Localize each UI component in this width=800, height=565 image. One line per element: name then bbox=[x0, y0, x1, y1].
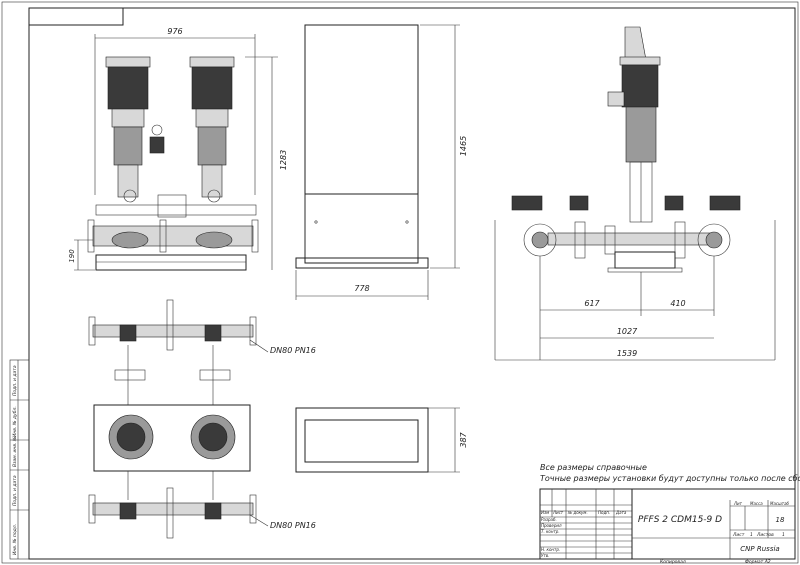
side-strip-s2: Подп. и дата bbox=[12, 475, 18, 506]
tb-col-ndoc: № докум. bbox=[567, 510, 588, 515]
tb-col-izm: Изм bbox=[541, 510, 549, 515]
tb-sheet-label: Лист bbox=[732, 532, 745, 538]
cabinet-plan: 387 bbox=[295, 407, 468, 473]
dim-side-width: 778 bbox=[354, 284, 369, 293]
tb-row-razrab: Разраб. bbox=[541, 517, 557, 522]
tb-sheets-label: Листов bbox=[756, 532, 774, 538]
front-view: 976 1283 190 bbox=[68, 27, 288, 271]
callout-dn-top: DN80 PN16 bbox=[270, 346, 316, 355]
side-strip-s1: Инв. № подл. bbox=[12, 524, 18, 555]
title-block: Изм Лист № докум. Подп. Дата Разраб. Про… bbox=[539, 488, 796, 560]
tb-sheet-value: 1 bbox=[750, 532, 753, 538]
note-line1: Все размеры справочные bbox=[540, 463, 647, 472]
tb-row-prov: Провeрил bbox=[541, 523, 562, 528]
callout-dn-bottom: DN80 PN16 bbox=[270, 521, 316, 530]
dim-plan-depth: 387 bbox=[459, 431, 468, 447]
side-view: 1465 778 bbox=[295, 24, 468, 300]
dim-side-height: 1465 bbox=[459, 136, 468, 156]
tb-col-list: Лист bbox=[552, 510, 564, 515]
side-strip-s3: Взам. инв. № bbox=[12, 436, 18, 467]
tb-row-nkontr: Н. контр. bbox=[541, 547, 560, 552]
dim-end-b: 410 bbox=[670, 299, 685, 308]
tb-col-podp: Подп. bbox=[598, 510, 610, 515]
dim-front-base: 190 bbox=[68, 249, 76, 263]
tb-format: Формат A2 bbox=[745, 559, 771, 565]
corner-box bbox=[29, 8, 124, 26]
tb-sheets-value: 1 bbox=[782, 532, 785, 538]
dim-end-total: 1539 bbox=[617, 349, 637, 358]
dim-front-width: 976 bbox=[167, 27, 182, 36]
tb-row-tkontr: Т. контр. bbox=[541, 529, 560, 534]
tb-lit: Лит bbox=[733, 501, 743, 506]
end-view: 617 410 1027 1539 bbox=[494, 26, 776, 361]
tb-col-data: Дата bbox=[615, 510, 627, 515]
tb-scale-value: 18 bbox=[776, 516, 785, 524]
side-strip-s5: Подп. и дата bbox=[12, 365, 18, 396]
side-strip: Инв. № подл. Подп. и дата Взам. инв. № И… bbox=[9, 359, 30, 560]
tb-designation: PFFS 2 CDM15-9 D bbox=[638, 515, 722, 525]
dim-end-a: 617 bbox=[584, 299, 600, 308]
plan-view: DN80 PN16 DN80 PN16 bbox=[88, 299, 316, 539]
side-strip-s4: Инв. № дубл. bbox=[12, 406, 18, 437]
tb-kopiroval: Копировал bbox=[660, 559, 686, 565]
tb-massa: Масса bbox=[750, 501, 763, 506]
dim-end-c: 1027 bbox=[617, 327, 638, 336]
tb-row-utv: Утв. bbox=[541, 553, 549, 558]
dim-front-height: 1283 bbox=[279, 150, 288, 170]
note-line2: Точные размеры установки будут доступны … bbox=[540, 474, 800, 483]
tb-masshtab: Масштаб bbox=[770, 501, 790, 506]
inner-frame bbox=[28, 7, 796, 560]
tb-company: CNP Russia bbox=[740, 545, 779, 553]
